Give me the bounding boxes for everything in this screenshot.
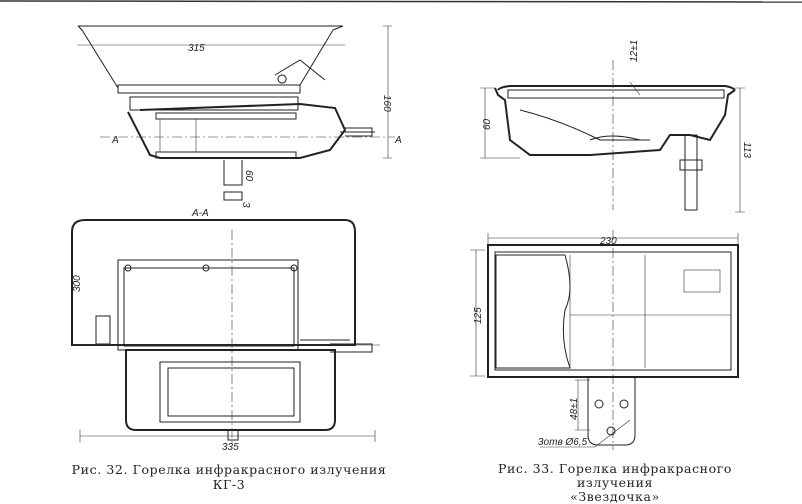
fig32-side-view <box>77 25 395 201</box>
figure32-caption: Рис. 32. Горелка инфракрасного излучения… <box>71 462 387 492</box>
dim-60-fig33: 60 <box>482 118 493 130</box>
dim-230: 230 <box>599 236 617 247</box>
figure33-caption-line2: «Звездочка» <box>570 489 660 504</box>
fig33-plan-view <box>470 230 739 450</box>
section-mark-left: A <box>111 135 119 146</box>
dim-113: 113 <box>741 142 752 158</box>
dim-holes: 3отв Ø6,5 <box>538 437 588 448</box>
dim-3: 3 <box>240 202 251 208</box>
figure33-caption-line1: Рис. 33. Горелка инфракрасного излучения <box>497 461 733 490</box>
dim-12pm1: 12±1 <box>629 40 640 62</box>
fig33-side-view <box>480 60 745 213</box>
dim-60: 60 <box>243 170 254 182</box>
figure33-caption: Рис. 33. Горелка инфракрасного излучения… <box>470 462 760 504</box>
section-mark-right: A <box>394 135 402 146</box>
dim-160: 160 <box>381 95 392 112</box>
fig32-section-view <box>71 219 380 445</box>
dim-48pm1: 48±1 <box>569 398 580 420</box>
dim-300: 300 <box>72 275 83 292</box>
dim-335: 335 <box>222 442 239 453</box>
dim-125: 125 <box>473 307 484 324</box>
section-title-aa: A-A <box>191 208 209 219</box>
dim-315: 315 <box>188 43 205 54</box>
